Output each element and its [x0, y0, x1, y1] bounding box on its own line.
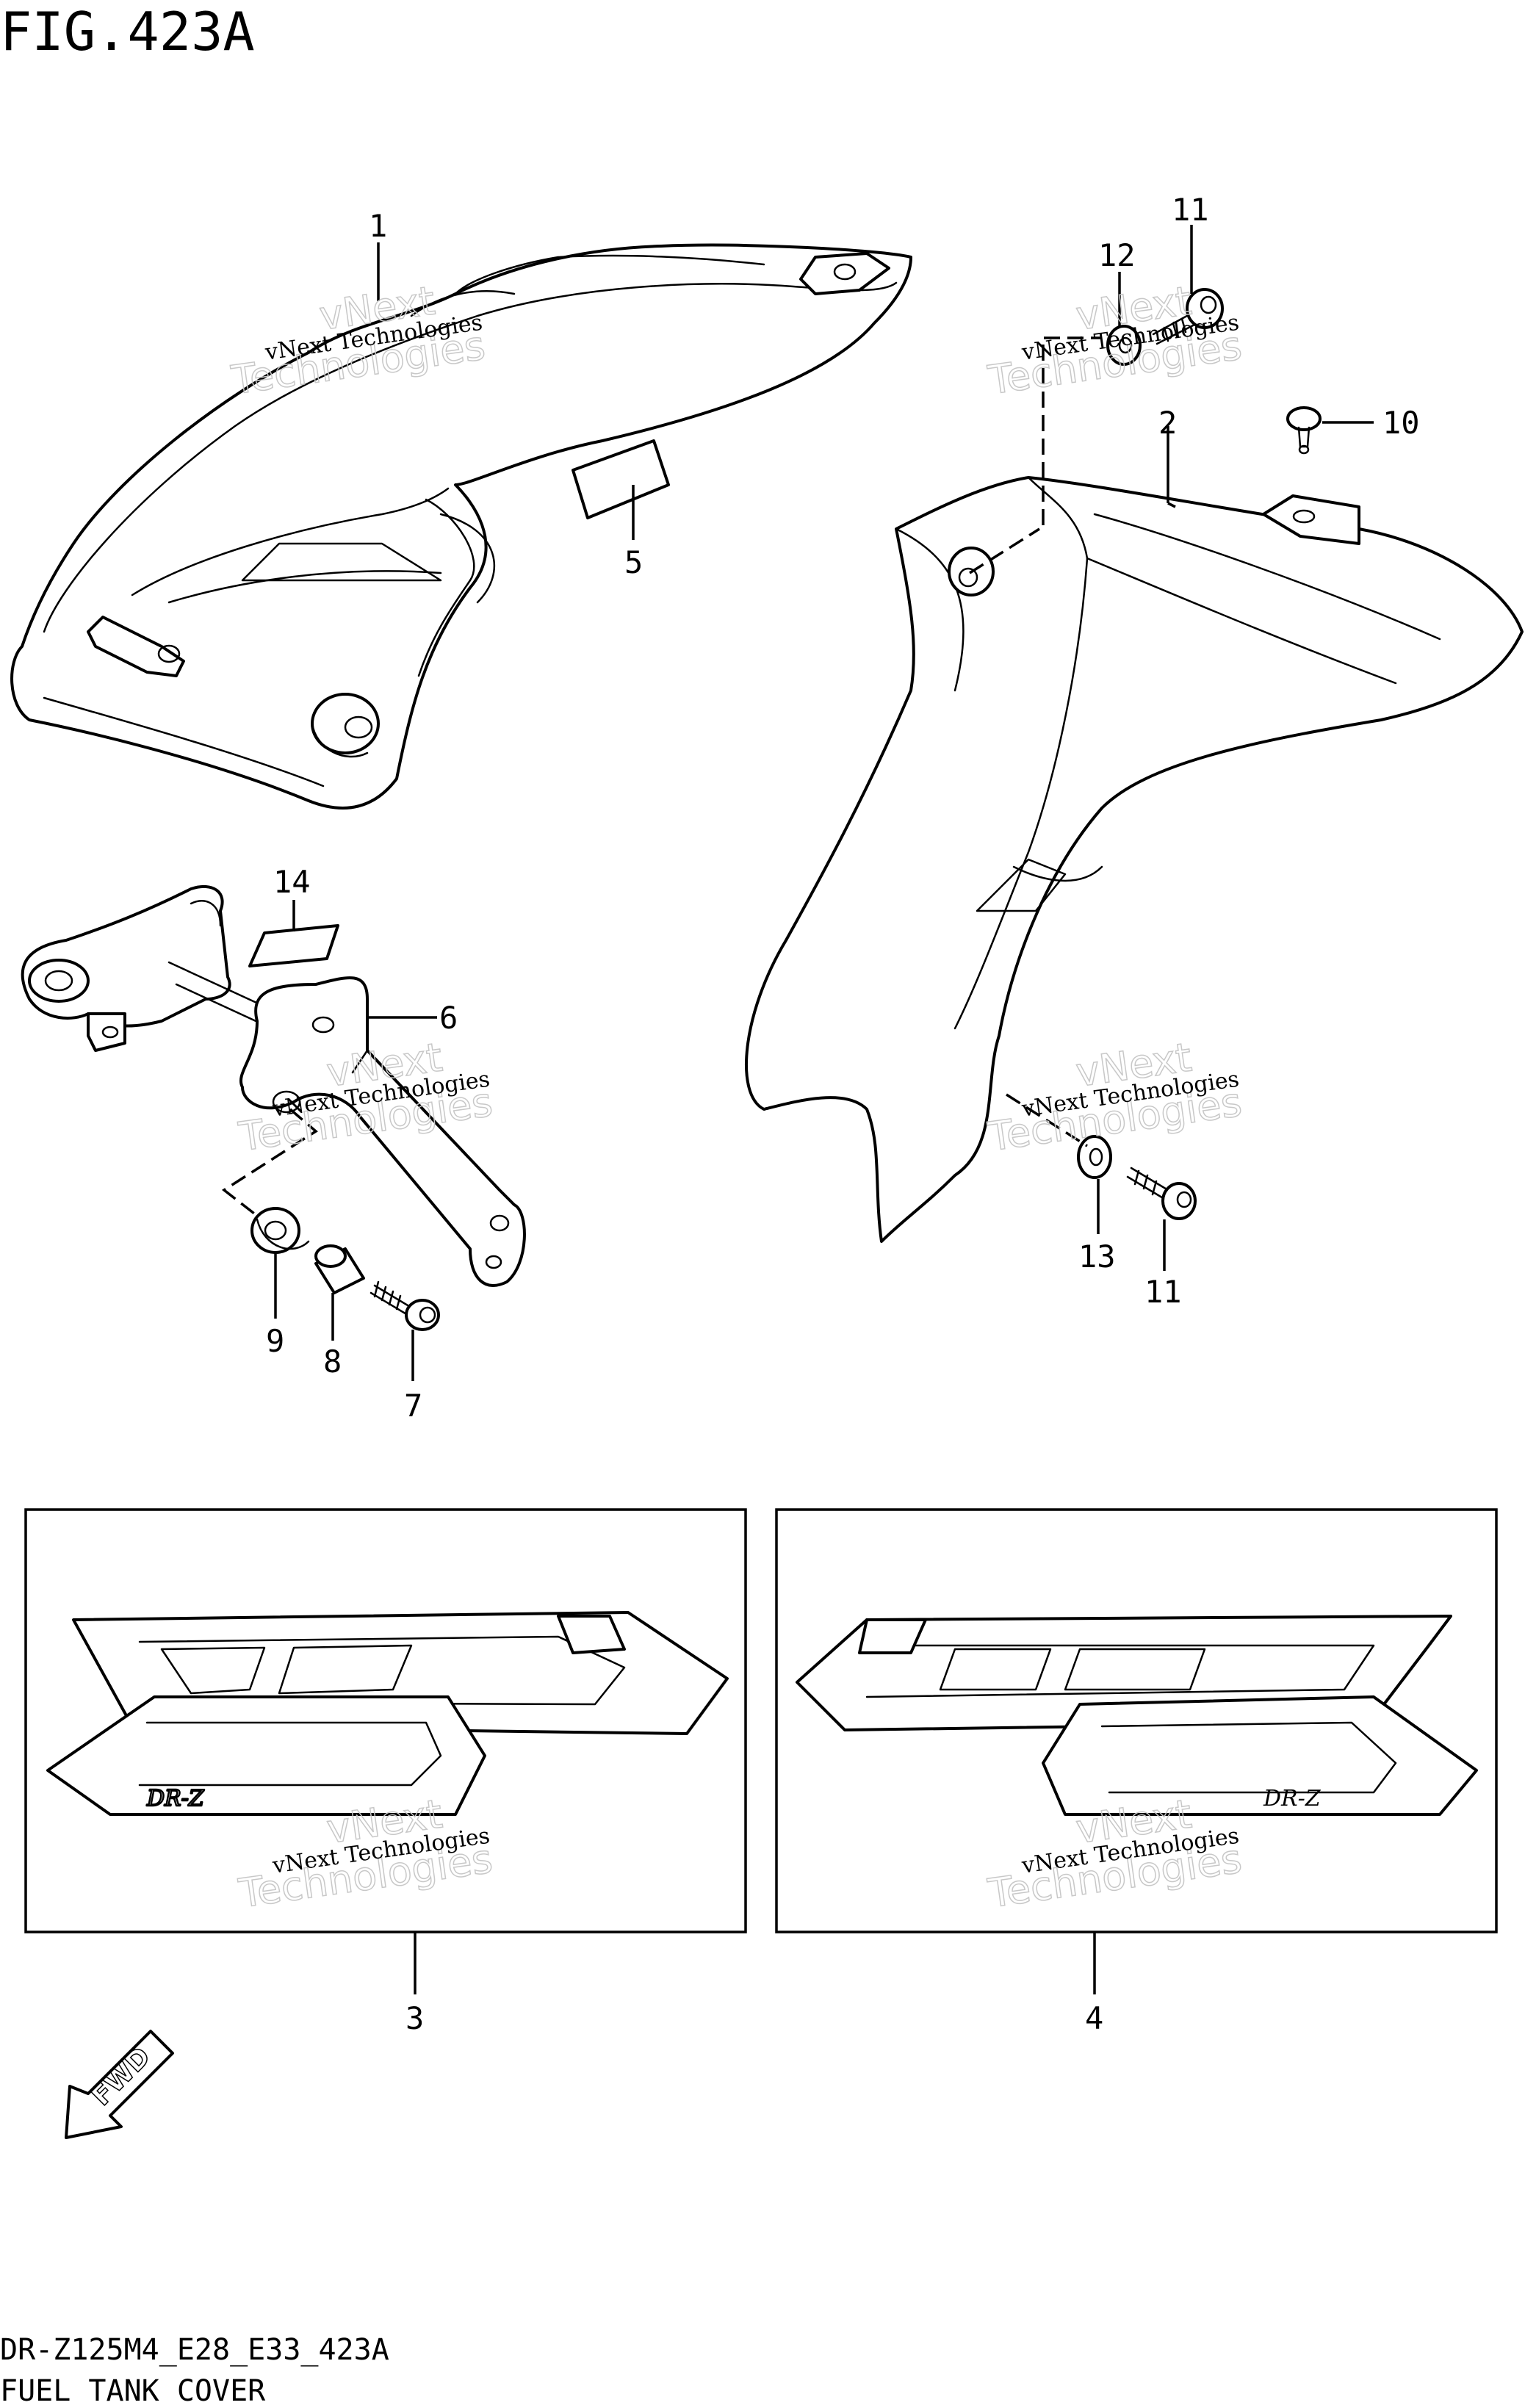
watermark-b: vNext Technologies vNext Technologies	[984, 277, 1245, 404]
decal-box-left	[24, 1508, 747, 1933]
callout-7: 7	[404, 1388, 422, 1424]
decal-right-logo-text: DR-Z	[1263, 1786, 1322, 1812]
part-4-decal-right-icon: DR-Z	[796, 1615, 1478, 1816]
part-9-grommet-icon	[250, 1207, 310, 1254]
part-6-bracket-icon	[21, 884, 526, 1287]
part-2-fuel-tank-cover-right-icon	[745, 476, 1524, 1243]
callout-3: 3	[405, 2000, 424, 2036]
callout-4: 4	[1085, 2000, 1103, 2036]
leader-lines	[221, 225, 1374, 1994]
part-5-cushion-pad-icon	[572, 439, 670, 519]
decal-left-logo-text: DR-Z	[146, 1786, 205, 1812]
watermark-d: vNext Technologies vNext Technologies	[984, 1034, 1245, 1161]
callout-2: 2	[1158, 405, 1177, 441]
decal-box-right	[775, 1508, 1498, 1933]
callout-11-top: 11	[1172, 192, 1209, 228]
callout-5: 5	[624, 544, 643, 580]
part-10-clip-fastener-icon	[1286, 406, 1322, 455]
callout-14: 14	[273, 864, 311, 900]
callout-6: 6	[439, 1000, 458, 1036]
callouts: 1 5 11 12 2 10 14 6 9 8 7 13 11 3 4	[266, 192, 1420, 2036]
part-11-bolt-bottom-icon	[1126, 1167, 1197, 1220]
part-11-bolt-top-icon	[1152, 288, 1224, 345]
callout-9: 9	[266, 1323, 284, 1359]
figure-title: FIG.423A	[0, 1, 255, 62]
callout-13: 13	[1078, 1239, 1116, 1275]
callout-12: 12	[1098, 237, 1136, 273]
fwd-arrow-icon: FWD	[65, 2030, 174, 2139]
part-3-decal-left-icon: DR-Z	[46, 1611, 729, 1816]
callout-1: 1	[369, 208, 387, 244]
part-8-spacer-icon	[314, 1244, 365, 1294]
part-7-bolt-icon	[369, 1280, 440, 1331]
part-14-cushion-pad-icon	[248, 924, 339, 967]
part-1-fuel-tank-cover-left-icon	[10, 243, 912, 810]
part-12-washer-icon	[1106, 325, 1142, 366]
callout-10: 10	[1382, 405, 1420, 441]
footer-model-code: DR-Z125M4_E28_E33_423A	[0, 2333, 389, 2367]
callout-8: 8	[323, 1344, 342, 1380]
callout-11-bottom: 11	[1144, 1274, 1182, 1310]
footer-section-name: FUEL TANK COVER	[0, 2374, 266, 2408]
